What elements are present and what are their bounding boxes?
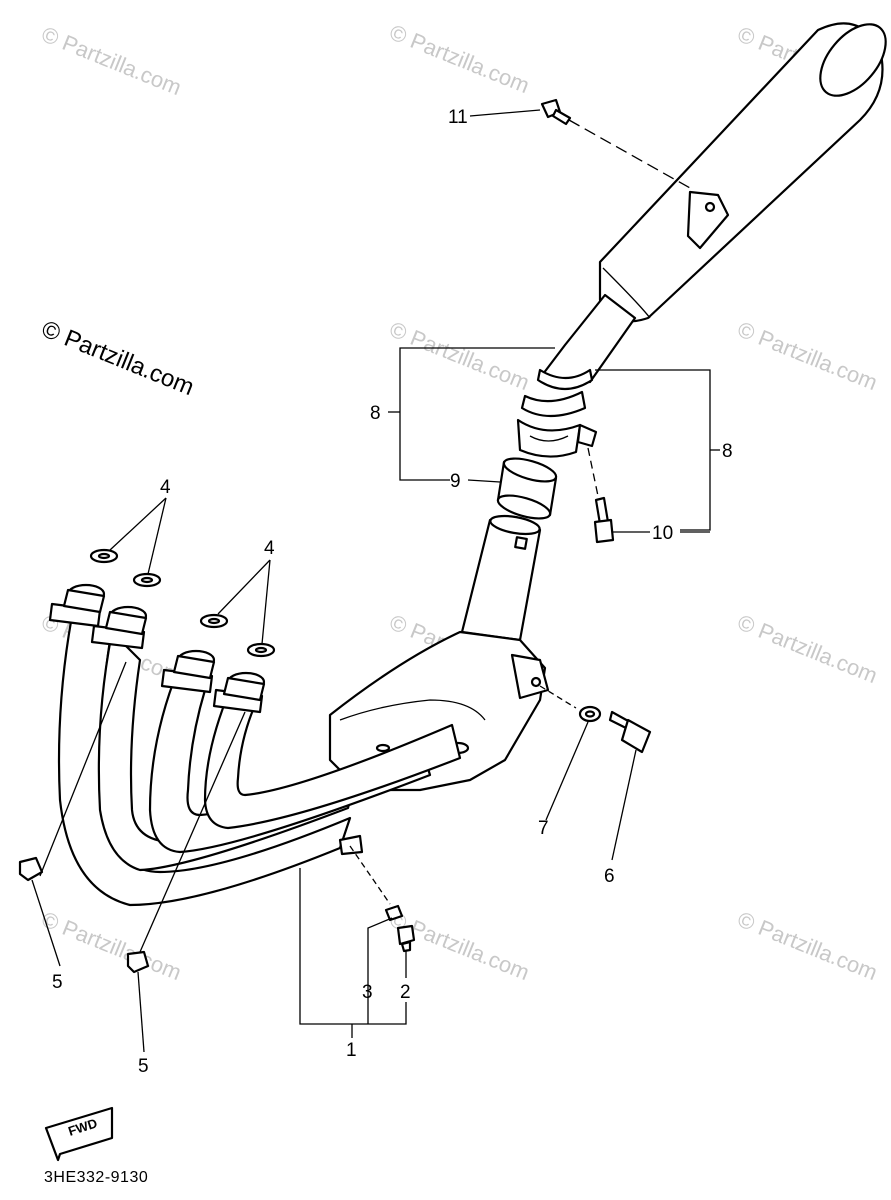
exhaust-port-2 (90, 605, 148, 650)
port-gaskets (89, 548, 276, 658)
leader-lines (31, 109, 720, 1053)
watermark: © Partzilla.com (386, 316, 533, 395)
callout-4-right: 4 (264, 538, 275, 559)
callout-10: 10 (652, 523, 673, 544)
exhaust-port-1 (48, 583, 106, 628)
exhaust-port-4 (212, 671, 266, 714)
exhaust-header (48, 514, 550, 907)
watermark: © Partzilla.com (734, 609, 881, 688)
diagram-code: 3HE332-9130 (44, 1169, 148, 1186)
callout-3: 3 (362, 982, 373, 1003)
callout-7: 7 (538, 818, 549, 839)
watermark: © Partzilla.com (734, 316, 881, 395)
callout-1: 1 (346, 1040, 357, 1061)
callout-9: 9 (450, 471, 461, 492)
callout-4-left: 4 (160, 477, 171, 498)
callout-5-lower: 5 (138, 1056, 149, 1077)
callout-6: 6 (604, 866, 615, 887)
header-nuts (18, 856, 150, 974)
collector-bolts (349, 845, 416, 953)
callout-5-left: 5 (52, 972, 63, 993)
joint-gasket (496, 457, 558, 520)
muffler-bolt (540, 98, 691, 189)
callout-11: 11 (448, 107, 468, 128)
forward-arrow: FWD (44, 1106, 114, 1162)
mount-bolt-washer (539, 685, 652, 754)
exhaust-port-3 (160, 649, 216, 694)
clamp-bolt (587, 447, 615, 544)
watermark-main: © Partzilla.com (38, 316, 198, 402)
watermark: © Partzilla.com (38, 21, 185, 100)
watermark: © Partzilla.com (734, 906, 881, 985)
callout-numbers: 11 8 8 9 10 4 4 5 5 6 7 3 2 1 (52, 107, 733, 1077)
watermark: © Partzilla.com (386, 19, 533, 98)
callout-8-right: 8 (722, 441, 733, 462)
muffler (516, 22, 887, 458)
callout-2: 2 (400, 982, 411, 1003)
callout-8-left: 8 (370, 403, 381, 424)
